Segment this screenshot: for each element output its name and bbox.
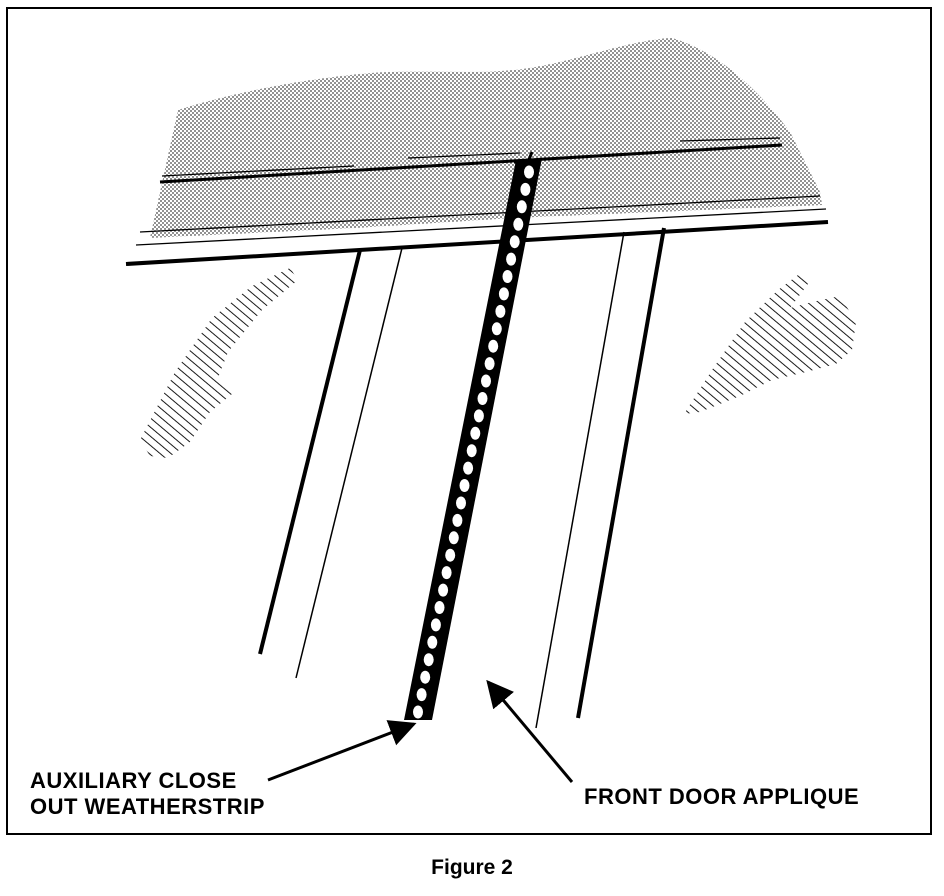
weatherstrip-hole	[456, 496, 466, 510]
weatherstrip-hole	[488, 339, 499, 353]
weatherstrip-hole	[520, 182, 531, 196]
weatherstrip-hole	[434, 601, 445, 614]
hatch-right	[684, 272, 856, 414]
weatherstrip-hole	[445, 548, 456, 562]
weatherstrip-hole	[498, 287, 509, 301]
weatherstrip-hole	[524, 165, 534, 179]
auxiliary-label-line1: AUXILIARY CLOSE	[30, 768, 237, 793]
callout-arrows	[267, 679, 574, 783]
weatherstrip-hole	[495, 304, 506, 318]
weatherstrip-hole	[466, 444, 477, 458]
auxiliary-weatherstrip	[404, 151, 542, 720]
weatherstrip-hole	[413, 705, 423, 719]
weatherstrip-hole	[427, 635, 438, 649]
weatherstrip-hole	[463, 461, 474, 475]
weatherstrip-hole	[448, 531, 459, 545]
weatherstrip-hole	[484, 357, 495, 371]
weatherstrip-hole	[481, 374, 491, 388]
weatherstrip-hole	[423, 653, 434, 667]
figure-caption: Figure 2	[431, 856, 513, 879]
weatherstrip-hole	[513, 217, 524, 231]
weatherstrip-hole	[509, 235, 520, 249]
roof-edges	[125, 137, 829, 266]
weatherstrip-hole	[430, 618, 441, 632]
weatherstrip-hole	[459, 479, 470, 492]
auxiliary-weatherstrip-label: AUXILIARY CLOSE OUT WEATHERSTRIP	[30, 768, 265, 820]
figure-frame	[6, 7, 932, 835]
weatherstrip-hole	[438, 583, 449, 597]
weatherstrip-hole	[473, 409, 484, 423]
arrow-to-applique	[486, 679, 574, 783]
weatherstrip-hole	[420, 670, 431, 684]
weatherstrip-hole	[491, 322, 502, 336]
front-door-applique-label: FRONT DOOR APPLIQUE	[584, 784, 860, 809]
weatherstrip-hole	[470, 426, 481, 440]
roof-shading	[148, 38, 822, 238]
weatherstrip-hole	[502, 270, 513, 283]
hatch-left	[140, 268, 298, 458]
weatherstrip-hole	[441, 566, 452, 580]
weatherstrip-hole	[506, 252, 517, 266]
auxiliary-label-line2: OUT WEATHERSTRIP	[30, 794, 265, 819]
weatherstrip-hole	[516, 200, 527, 214]
weatherstrip-hole	[452, 513, 463, 527]
weatherstrip-hole	[477, 392, 488, 405]
weatherstrip-hole	[416, 688, 427, 702]
arrow-to-weatherstrip	[267, 720, 417, 782]
door-frame-lines	[258, 227, 666, 729]
